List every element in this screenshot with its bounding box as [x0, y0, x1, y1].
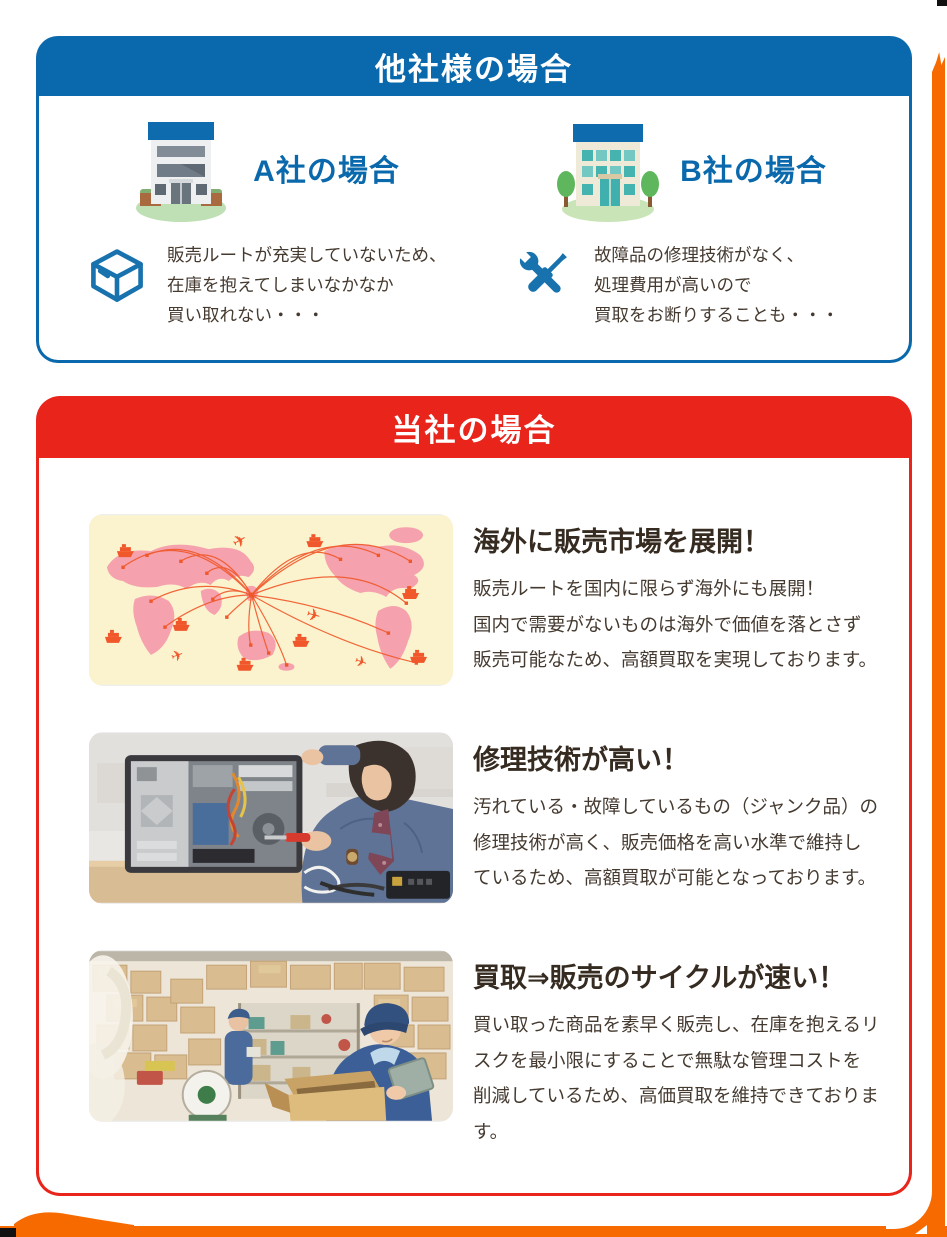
feature-title: 買取⇒販売のサイクルが速い！ [473, 963, 846, 993]
orange-swoosh [14, 1212, 134, 1228]
feature-overseas-text: 海外に販売市場を展開！ 販売ルートを国内に限らず海外にも展開！ 国内で需要がない… [473, 514, 877, 686]
our-company-header: 当社の場合 [36, 396, 912, 458]
world-map-illustration: ✈ ✈ ✈ ✈ [89, 514, 453, 686]
pc-repair-photo [89, 732, 453, 904]
company-a-problem: 販売ルートが充実していないため、 在庫を抱えてしまいなかなか 買い取れない・・・ [167, 240, 446, 330]
svg-text:✈: ✈ [352, 652, 370, 672]
feature-line: 国内で需要がないものは海外で価値を落とさず [473, 613, 862, 635]
company-a-column: A社の場合 販売ルートが充実していないため、 在庫を抱えてしまいなかなか 買い取… [47, 112, 474, 330]
feature-repair: 修理技術が高い！ 汚れている・故障しているもの（ジャンク品）の 修理技術が高く、… [89, 732, 878, 904]
feature-cycle: 買取⇒販売のサイクルが速い！ 買い取った商品を素早く販売し、在庫を抱えるリ スク… [89, 950, 879, 1149]
feature-repair-text: 修理技術が高い！ 汚れている・故障しているもの（ジャンク品）の 修理技術が高く、… [473, 732, 878, 904]
other-companies-header: 他社様の場合 [36, 36, 912, 96]
background-worker [224, 1008, 261, 1085]
company-b-problem: 故障品の修理技術がなく、 処理費用が高いので 買取をお断りすることも・・・ [594, 240, 839, 330]
company-b-title: B社の場合 [680, 155, 827, 188]
svg-text:✈: ✈ [304, 604, 323, 626]
feature-cycle-text: 買取⇒販売のサイクルが速い！ 買い取った商品を素早く販売し、在庫を抱えるリ スク… [473, 950, 879, 1149]
feature-line: 削減しているため、高価買取を維持できておりま [473, 1085, 879, 1107]
feature-line: 販売可能なため、高額買取を実現しております。 [473, 649, 878, 671]
feature-title: 海外に販売市場を展開！ [473, 527, 770, 557]
cardboard-box-icon [91, 249, 143, 302]
feature-title: 修理技術が高い！ [473, 745, 689, 775]
warehouse-photo [89, 950, 453, 1122]
bottom-left-mark [0, 1228, 16, 1237]
feature-line: 汚れている・故障しているもの（ジャンク品）の [473, 796, 878, 817]
feature-line: ているため、高額買取が可能となっております。 [473, 867, 877, 889]
problem-line: 処理費用が高いので [594, 275, 752, 296]
feature-line: 買い取った商品を素早く販売し、在庫を抱えるリ [473, 1014, 880, 1035]
orange-bottom-bar [0, 1226, 947, 1237]
corner-notch [915, 1225, 927, 1234]
repair-tools-icon [518, 250, 567, 293]
top-right-mark [937, 0, 947, 6]
orange-side-ribbon [932, 52, 945, 1237]
our-company-card: 当社の場合 [36, 396, 912, 1197]
building-a-icon [136, 122, 227, 222]
company-a-title: A社の場合 [253, 155, 400, 188]
feature-line: 販売ルートを国内に限らず海外にも展開！ [473, 578, 825, 599]
bottom-right-corner [886, 1191, 932, 1237]
problem-line: 買取をお断りすることも・・・ [594, 305, 839, 326]
feature-overseas: ✈ ✈ ✈ ✈ [89, 514, 877, 686]
building-b-icon [557, 124, 660, 222]
svg-text:✈: ✈ [169, 646, 187, 666]
feature-line: 修理技術が高く、販売価格を高い水準で維持し [473, 831, 862, 853]
feature-line: す。 [473, 1120, 509, 1142]
problem-line: 販売ルートが充実していないため、 [167, 245, 447, 265]
feature-line: スクを最小限にすることで無駄な管理コストを [473, 1049, 862, 1071]
problem-line: 故障品の修理技術がなく、 [594, 245, 804, 265]
company-b-column: B社の場合 [474, 112, 901, 330]
other-companies-card: 他社様の場合 [36, 36, 912, 364]
problem-line: 在庫を抱えてしまいなかなか [167, 275, 394, 296]
problem-line: 買い取れない・・・ [167, 305, 325, 326]
